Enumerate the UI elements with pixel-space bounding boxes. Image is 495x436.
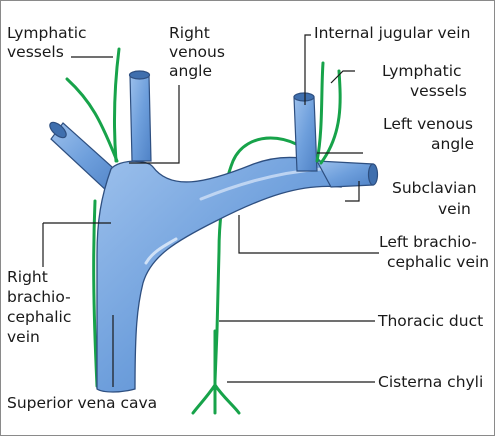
label-thoracic-duct: Thoracic duct <box>377 312 483 330</box>
label-right-brachiocephalic-vein: Right brachio- cephalic vein <box>7 268 76 346</box>
cisterna-chyli-branch-right <box>215 385 239 413</box>
right-lymph-vessel-vertical <box>115 49 119 161</box>
left-lymph-vessel-lateral <box>321 71 340 163</box>
label-right-venous-angle: Right venous angle <box>169 24 230 80</box>
cisterna-chyli-branch-left <box>193 385 215 413</box>
leader-left-brachiocephalic <box>239 215 379 253</box>
label-cisterna-chyli: Cisterna chyli <box>378 373 483 391</box>
label-superior-vena-cava: Superior vena cava <box>7 394 157 412</box>
left-internal-jugular-opening <box>294 93 314 101</box>
label-left-brachiocephalic-vein: Left brachio- cephalic vein <box>379 233 489 271</box>
right-internal-jugular-vein <box>130 75 151 161</box>
right-internal-jugular-opening <box>130 71 150 79</box>
label-left-venous-angle: Left venous angle <box>383 115 478 153</box>
label-subclavian-vein: Subclavian vein <box>392 179 482 218</box>
left-lymph-vessel-vertical <box>317 63 323 161</box>
left-subclavian-opening <box>369 164 378 185</box>
label-lymphatic-vessels-right: Lymphatic vessels <box>382 62 467 100</box>
label-internal-jugular-vein: Internal jugular vein <box>314 24 470 42</box>
leader-lymphatic-right <box>331 71 355 83</box>
lymphatic-vessels-front <box>193 63 340 413</box>
label-lymphatic-vessels-left: Lymphatic vessels <box>7 24 92 61</box>
left-internal-jugular-vein <box>294 97 317 171</box>
